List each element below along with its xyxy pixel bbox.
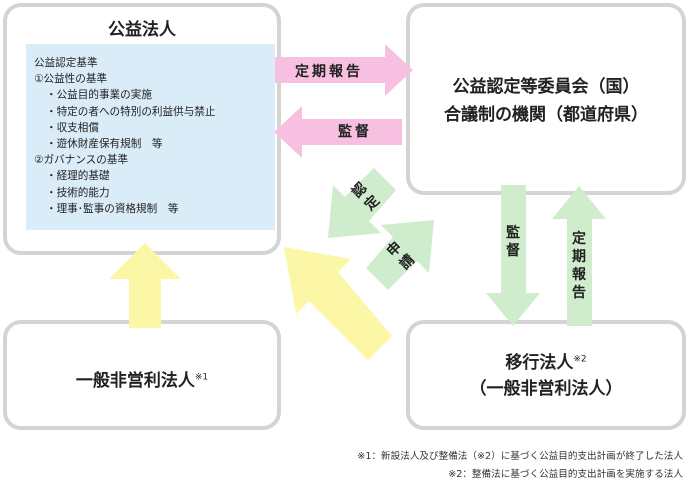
transition-corp-box — [406, 320, 686, 430]
transition-corp-name: 移行法人 — [505, 353, 574, 373]
criteria-item: ・遊休財産保有規制 等 — [46, 138, 163, 151]
arrow-transition-upleft — [284, 247, 392, 360]
arrow-general-up — [109, 243, 181, 328]
arrow-apply-upright — [366, 220, 434, 290]
label-report-up: 定期報告 — [572, 231, 586, 301]
footnote-2: ※2：整備法に基づく公益目的支出計画を実施する法人 — [448, 469, 683, 480]
public-corp-title: 公益法人 — [108, 20, 176, 40]
criteria-panel: 公益認定基準 ①公益性の基準 ・公益目的事業の実施 ・特定の者への特別の利益供与… — [26, 44, 275, 230]
general-corp-name: 一般非営利法人 — [75, 371, 195, 391]
criteria-item: ・特定の者への特別の利益供与禁止 — [46, 105, 216, 118]
arrow-supervise-down — [486, 185, 540, 326]
transition-corp-line2: （一般非営利法人） — [469, 379, 623, 399]
general-corp-note-mark: ※1 — [194, 372, 209, 383]
committee-box — [406, 3, 686, 195]
criteria-item: ・経理的基礎 — [46, 170, 110, 183]
criteria-item: ・理事･監事の資格規制 等 — [46, 202, 179, 215]
criteria-section-label: ②ガバナンスの基準 — [34, 154, 129, 167]
label-supervise-down: 監督 — [506, 225, 520, 259]
criteria-item: ・公益目的事業の実施 — [46, 89, 152, 102]
arrow-approve-downleft — [328, 168, 396, 238]
arrow-supervise-left — [274, 106, 402, 158]
criteria-heading: 公益認定基準 — [34, 57, 98, 69]
committee-line1: 公益認定等委員会（国） — [452, 77, 640, 97]
criteria-item: ・収支相償 — [46, 121, 99, 134]
criteria-section-label: ①公益性の基準 — [34, 73, 108, 86]
transition-corp-note-mark: ※2 — [573, 354, 587, 365]
label-report-top: 定期報告 — [295, 64, 363, 80]
footnote-1: ※1：新設法人及び整備法（※2）に基づく公益目的支出計画が終了した法人 — [357, 451, 683, 462]
arrow-report-right — [275, 44, 413, 96]
criteria-item: ・技術的能力 — [46, 186, 110, 199]
arrow-report-up — [552, 186, 606, 326]
transition-corp-line1: 移行法人※2 — [406, 348, 686, 373]
general-corp-title: 一般非営利法人※1 — [3, 366, 281, 391]
committee-line2: 合議制の機関（都道府県） — [444, 105, 648, 125]
label-supervise-top: 監督 — [338, 124, 372, 140]
